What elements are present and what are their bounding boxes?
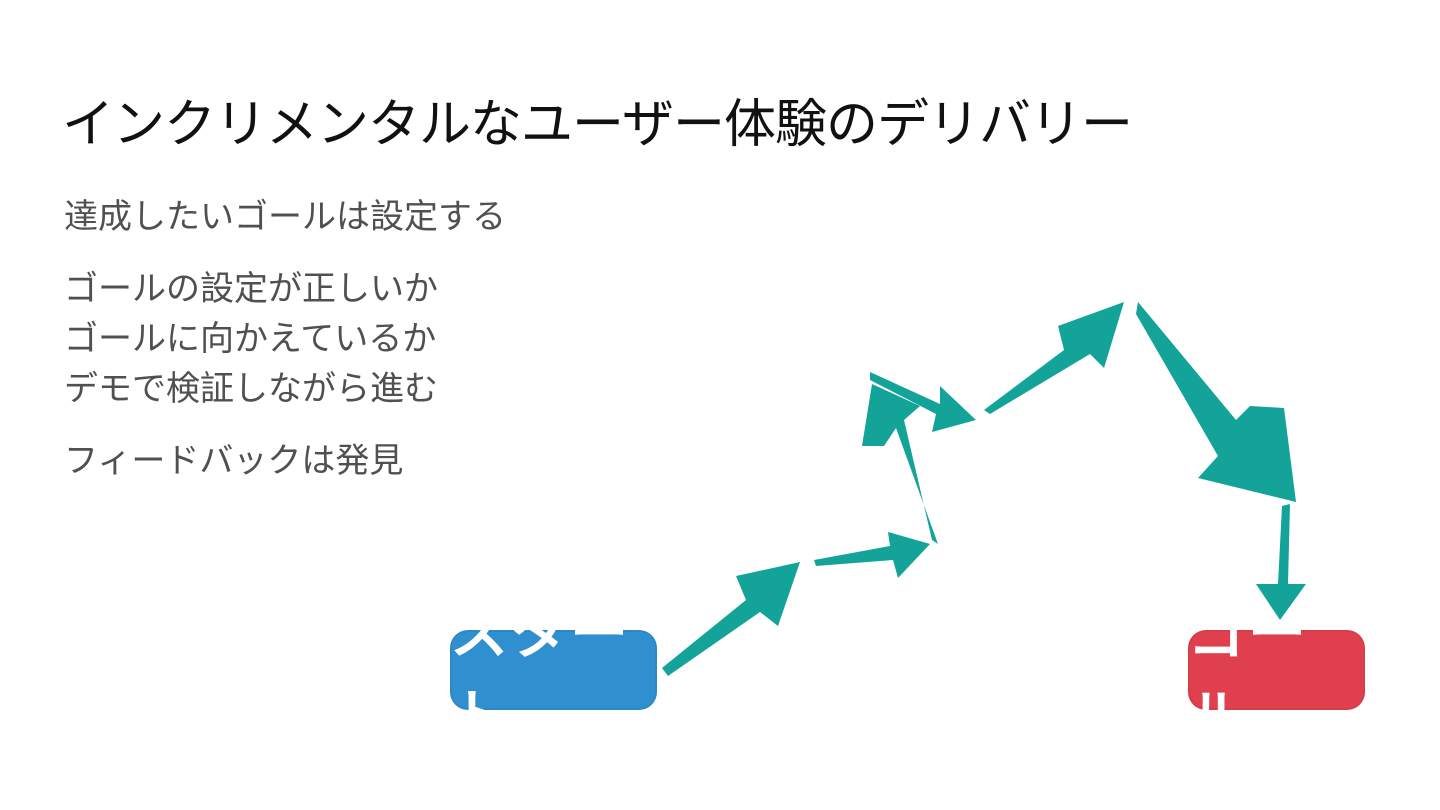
bullet-line: ゴールに向かえているか	[64, 319, 437, 359]
start-badge: スタート	[450, 599, 657, 751]
arrow-3	[862, 384, 938, 544]
slide-title: インクリメンタルなユーザー体験のデリバリー	[62, 95, 1133, 155]
start-label: スタート	[450, 599, 631, 751]
goal-label: ゴール	[1188, 599, 1309, 751]
bullet-line: フィードバックは発見	[64, 441, 404, 481]
bullet-group-feedback: フィードバックは発見	[64, 436, 506, 486]
bullet-line: デモで検証しながら進む	[64, 369, 438, 409]
bullet-line: ゴールの設定が正しいか	[64, 269, 438, 309]
arrow-5	[984, 302, 1124, 414]
bullet-list: 達成したいゴールは設定する ゴールの設定が正しいか ゴールに向かえているか デモ…	[64, 192, 506, 508]
bullet-group-validation: ゴールの設定が正しいか ゴールに向かえているか デモで検証しながら進む	[64, 264, 506, 414]
bullet-group-goal: 達成したいゴールは設定する	[64, 192, 506, 242]
arrow-6	[1136, 302, 1296, 502]
arrow-4	[870, 372, 976, 432]
arrow-1	[662, 562, 800, 676]
arrow-7	[1256, 504, 1306, 620]
goal-badge: ゴール	[1188, 599, 1365, 751]
bullet-line: 達成したいゴールは設定する	[64, 197, 506, 237]
arrow-2	[814, 532, 930, 578]
